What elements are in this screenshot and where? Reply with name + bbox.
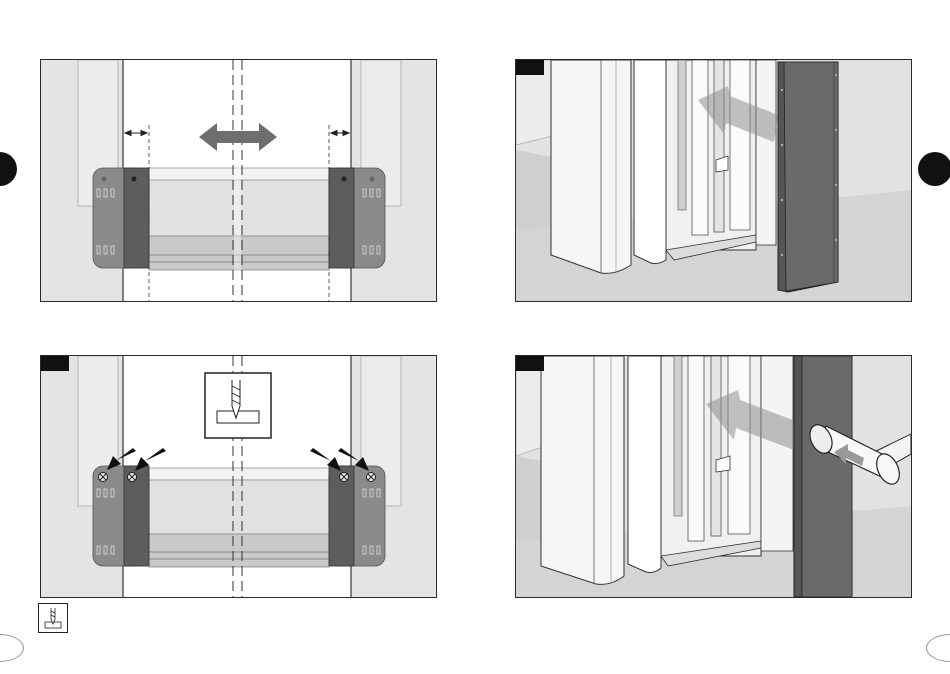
left-section-tab	[0, 152, 17, 186]
panel-step-1	[40, 59, 437, 302]
panel-step-2	[515, 59, 912, 302]
illustration-panel-slide	[516, 60, 911, 301]
step-marker	[41, 356, 69, 371]
illustration-mallet-tap	[516, 356, 911, 597]
step-marker	[516, 356, 544, 371]
right-section-tab	[918, 152, 950, 186]
panel-step-4	[515, 355, 912, 598]
step-marker	[516, 60, 544, 75]
page-number-left	[0, 634, 24, 662]
drill-icon	[205, 373, 271, 438]
illustration-frame-adjust	[41, 60, 436, 301]
illustration-frame-screws	[41, 356, 436, 597]
panel-step-3	[40, 355, 437, 598]
drill-icon	[38, 603, 68, 633]
page-number-right	[926, 634, 950, 662]
